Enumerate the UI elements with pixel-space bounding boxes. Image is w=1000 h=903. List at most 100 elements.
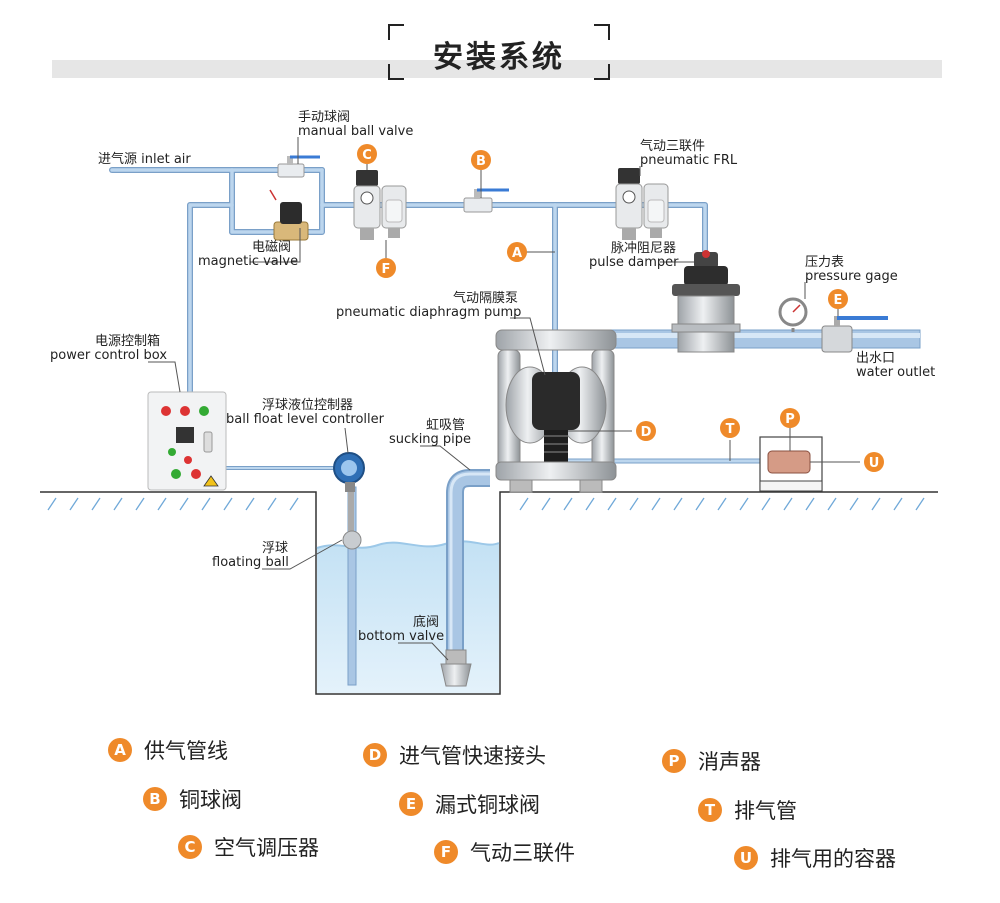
label-pressure-gage-en: pressure gage	[805, 269, 898, 284]
ground	[40, 491, 938, 695]
label-sucking-pipe-en: sucking pipe	[389, 432, 471, 447]
label-power-box-cn: 电源控制箱	[95, 333, 160, 349]
label-power-box-en: power control box	[50, 348, 167, 363]
label-pulse-damper-cn: 脉冲阻尼器	[611, 241, 676, 256]
label-pump-cn: 气动隔膜泵	[453, 290, 518, 306]
label-inlet-air: 进气源 inlet air	[98, 151, 191, 167]
label-frl-cn: 气动三联件	[640, 138, 705, 154]
page-title: 安装系统	[433, 40, 565, 75]
ground-hatch	[717, 497, 727, 511]
ground-hatching	[47, 497, 925, 511]
legend-badge: F	[434, 840, 458, 864]
legend-item: F 气动三联件	[434, 837, 575, 867]
ground-hatch	[849, 497, 859, 511]
label-floating-ball-en: floating ball	[212, 555, 289, 570]
legend-text: 供气管线	[144, 739, 228, 763]
ground-hatch	[893, 497, 903, 511]
svg-text:P: P	[785, 412, 795, 427]
ground-hatch	[201, 497, 211, 511]
marker-u: U	[864, 452, 884, 472]
marker-c: C	[357, 144, 377, 164]
svg-text:B: B	[476, 154, 486, 169]
label-pulse-damper-en: pulse damper	[589, 255, 679, 270]
label-bottom-valve-cn: 底阀	[413, 614, 439, 630]
marker-b: B	[471, 150, 491, 170]
label-manual-valve-en: manual ball valve	[298, 124, 413, 139]
title-corner	[388, 24, 404, 40]
legend-text: 漏式铜球阀	[435, 793, 540, 817]
exhaust-container	[759, 436, 823, 492]
diaphragm-pump	[495, 329, 617, 493]
manual-ball-valve	[277, 155, 320, 178]
legend-item: U 排气用的容器	[734, 843, 896, 873]
title-corner	[388, 64, 404, 80]
ground-hatch	[607, 497, 617, 511]
ground-hatch	[871, 497, 881, 511]
legend-badge: E	[399, 792, 423, 816]
legend-item: P 消声器	[662, 746, 761, 776]
marker-e: E	[828, 289, 848, 309]
legend-text: 铜球阀	[179, 788, 242, 812]
svg-text:C: C	[362, 148, 372, 163]
label-level-ctrl-en: ball float level controller	[226, 412, 385, 427]
title-box: 安装系统	[388, 24, 610, 80]
ground-hatch	[135, 497, 145, 511]
marker-t: T	[720, 418, 740, 438]
label-sucking-pipe-cn: 虹吸管	[426, 418, 465, 433]
label-water-outlet-cn: 出水口	[856, 351, 895, 366]
legend-badge: A	[108, 738, 132, 762]
magnetic-valve	[269, 189, 309, 241]
svg-text:T: T	[726, 422, 735, 437]
ground-hatch	[695, 497, 705, 511]
ground-hatch	[157, 497, 167, 511]
pneumatic-frl	[615, 168, 669, 240]
bottom-valve	[440, 649, 472, 687]
svg-text:F: F	[382, 262, 391, 277]
legend-item: A 供气管线	[108, 735, 228, 765]
pulse-damper	[671, 250, 741, 353]
legend-item: B 铜球阀	[143, 784, 242, 814]
ground-hatch	[783, 497, 793, 511]
label-magnetic-valve-en: magnetic valve	[198, 254, 298, 269]
floating-ball	[342, 530, 362, 550]
copper-ball-valve-b	[463, 188, 509, 213]
svg-text:D: D	[641, 425, 652, 440]
marker-d: D	[636, 421, 656, 441]
svg-text:U: U	[869, 456, 880, 471]
marker-f: F	[376, 258, 396, 278]
ground-hatch	[805, 497, 815, 511]
ground-hatch	[245, 497, 255, 511]
ground-hatch	[827, 497, 837, 511]
legend-item: D 进气管快速接头	[363, 740, 546, 770]
title-corner	[594, 24, 610, 40]
label-frl-en: pneumatic FRL	[640, 153, 738, 168]
legend-item: E 漏式铜球阀	[399, 789, 540, 819]
legend-text: 空气调压器	[214, 836, 319, 860]
water-tank	[316, 540, 500, 693]
label-floating-ball-cn: 浮球	[262, 541, 288, 556]
title-band	[52, 60, 942, 78]
legend-text: 气动三联件	[470, 841, 575, 865]
legend-badge: C	[178, 835, 202, 859]
ground-hatch	[629, 497, 639, 511]
label-level-ctrl-cn: 浮球液位控制器	[262, 398, 353, 413]
label-pressure-gage-cn: 压力表	[805, 255, 844, 270]
ground-hatch	[223, 497, 233, 511]
legend-text: 消声器	[698, 750, 761, 774]
svg-text:A: A	[512, 246, 522, 261]
ground-hatch	[179, 497, 189, 511]
legend-badge: P	[662, 749, 686, 773]
legend-badge: U	[734, 846, 758, 870]
air-regulator	[353, 170, 407, 240]
legend-badge: B	[143, 787, 167, 811]
leader-lines	[148, 137, 860, 661]
label-water-outlet-en: water outlet	[856, 365, 935, 380]
ground-hatch	[585, 497, 595, 511]
component-markers: A B C D E F P T U	[357, 144, 884, 472]
legend-text: 排气用的容器	[770, 847, 896, 871]
ground-hatch	[739, 497, 749, 511]
marker-a: A	[507, 242, 527, 262]
ground-hatch	[563, 497, 573, 511]
ground-hatch	[673, 497, 683, 511]
